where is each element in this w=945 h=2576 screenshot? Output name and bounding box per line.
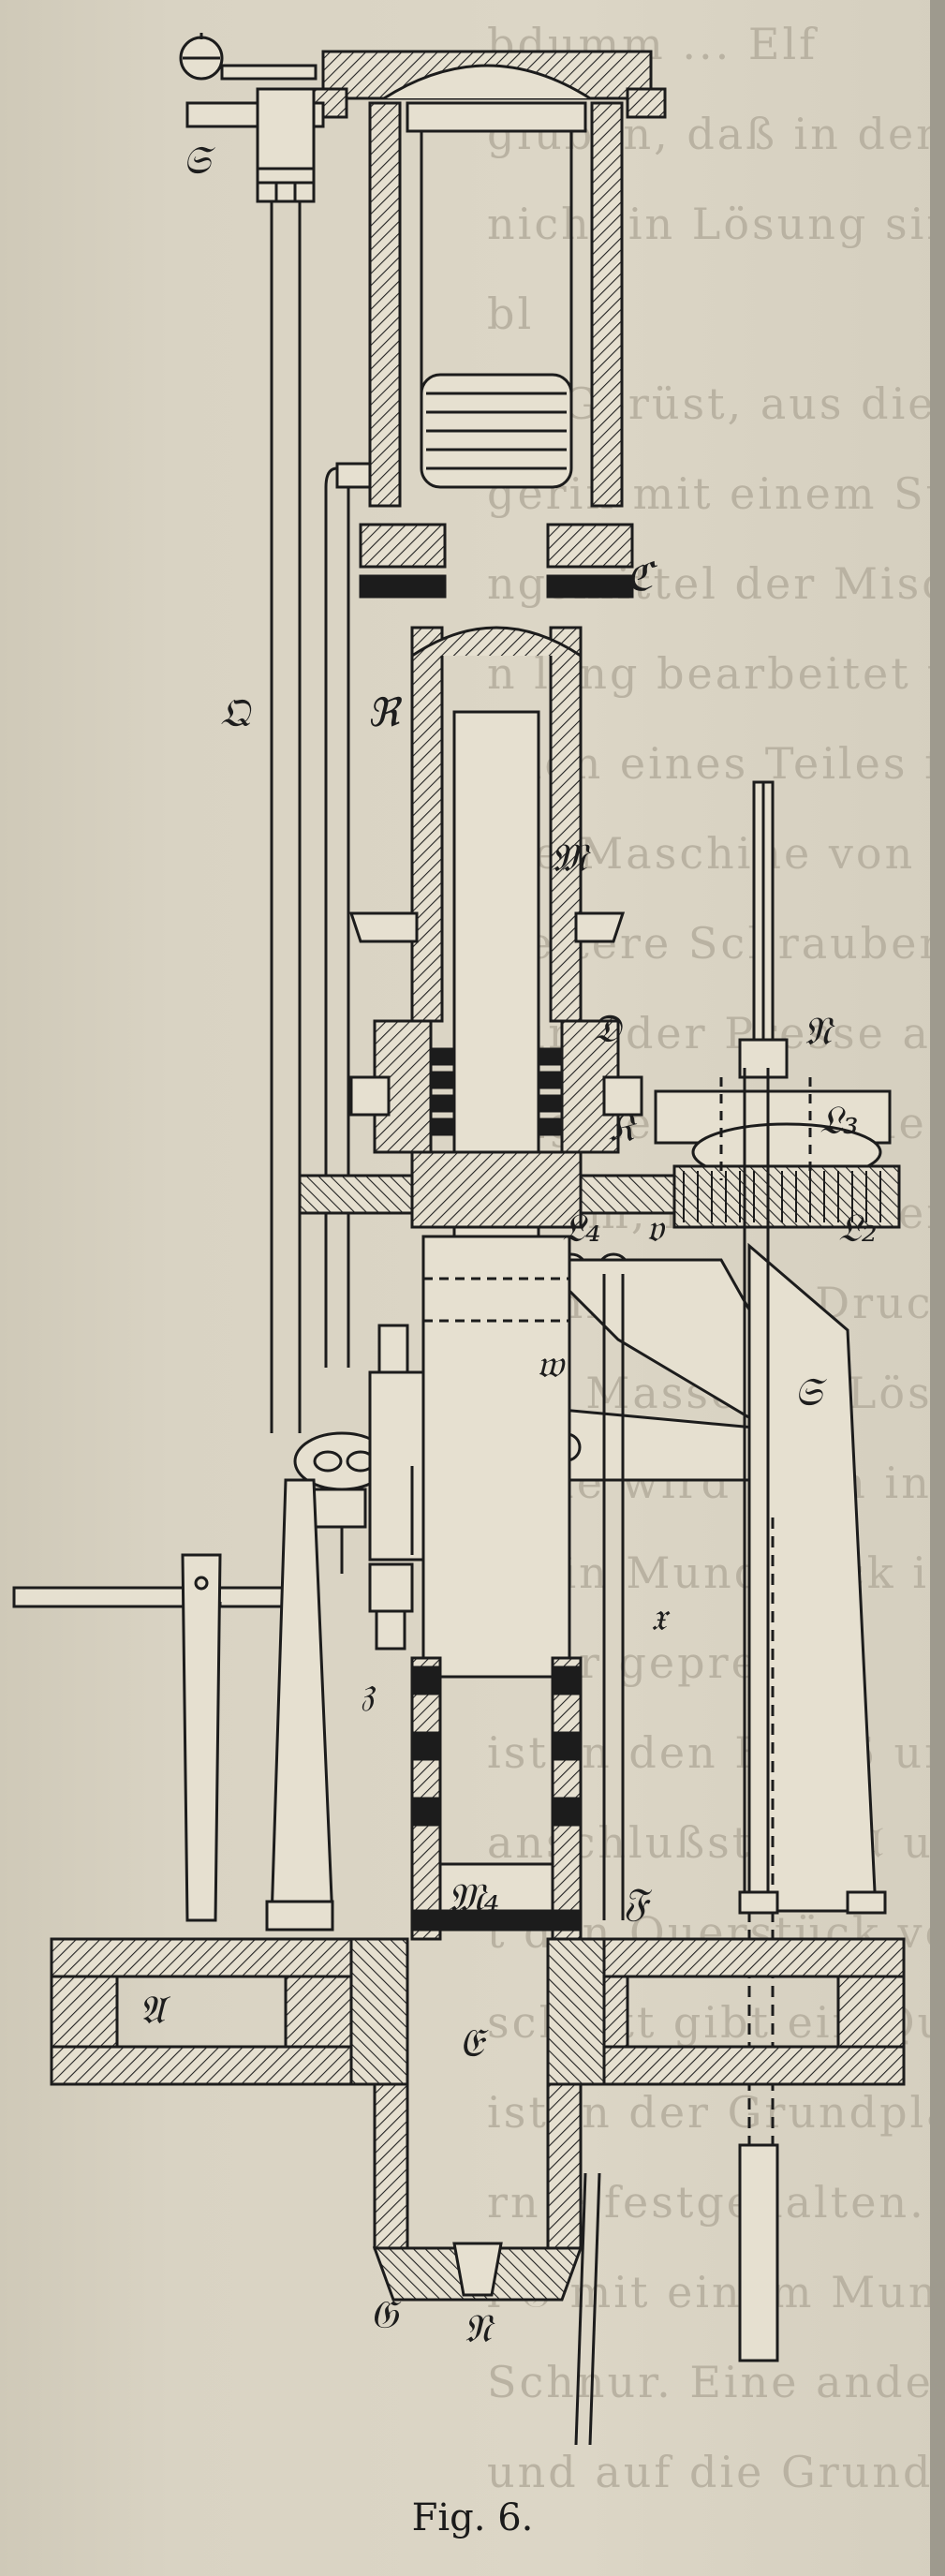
label-L2: 𝔏₂	[838, 1205, 878, 1251]
label-S2: 𝔖	[794, 1369, 827, 1414]
label-F: 𝔉	[623, 1879, 653, 1925]
gear-train	[654, 780, 901, 1229]
indicator-rod	[274, 183, 297, 201]
label-S: 𝔖	[183, 137, 215, 183]
label-N: 𝔑	[804, 1008, 835, 1054]
label-M4: 𝔐₄	[448, 1874, 499, 1920]
base-plate	[50, 1937, 906, 2446]
label-V: 𝔳	[646, 1205, 666, 1251]
label-M: 𝔐	[551, 835, 591, 881]
label-R: ℜ	[367, 689, 403, 735]
label-K: 𝔎	[609, 1104, 638, 1150]
label-H: 𝔑	[464, 2305, 495, 2351]
valve-assembly	[293, 1324, 442, 1651]
lower-cylinder	[410, 1235, 583, 1941]
bleed-through-line: und auf die Grund gehalten	[487, 2447, 945, 2497]
bleed-through-line: nicht in Lösung sind, son	[487, 199, 945, 249]
label-X: 𝔵	[651, 1593, 671, 1639]
label-Q: 𝔔	[220, 689, 253, 735]
pipes-q-r	[270, 201, 372, 1433]
bleed-through-line: bl	[487, 289, 535, 339]
pressure-gauge	[179, 33, 325, 203]
label-E: 𝔈	[459, 2020, 489, 2065]
label-L3: 𝔏₃	[819, 1097, 859, 1143]
diagram-labels: 𝔖 ℭ 𝔔 ℜ 𝔐 𝔇 𝔑 𝔎 𝔏₃ 𝔏₂ 𝔏₄ 𝔳 𝔴 𝔖 𝔵 𝔷 𝔐₄ 𝔉 …	[139, 137, 878, 2351]
middle-cylinder	[298, 626, 676, 1238]
label-A: 𝔄	[139, 1987, 171, 2033]
page-edge-shadow	[930, 0, 945, 2576]
handle-and-legs	[12, 1478, 334, 1932]
label-D: 𝔇	[592, 1005, 624, 1051]
right-column	[738, 1068, 887, 2362]
figure-caption: Fig. 6.	[411, 2496, 534, 2539]
bleed-through-line: Schnur. Eine andere Form	[487, 2357, 945, 2407]
top-cylinder-head	[307, 50, 667, 599]
label-C: ℭ	[626, 554, 658, 600]
label-G: 𝔊	[370, 2291, 402, 2337]
label-L4: 𝔏₄	[562, 1205, 601, 1251]
label-W: 𝔴	[537, 1340, 567, 1386]
label-Z: 𝔷	[361, 1668, 377, 1714]
